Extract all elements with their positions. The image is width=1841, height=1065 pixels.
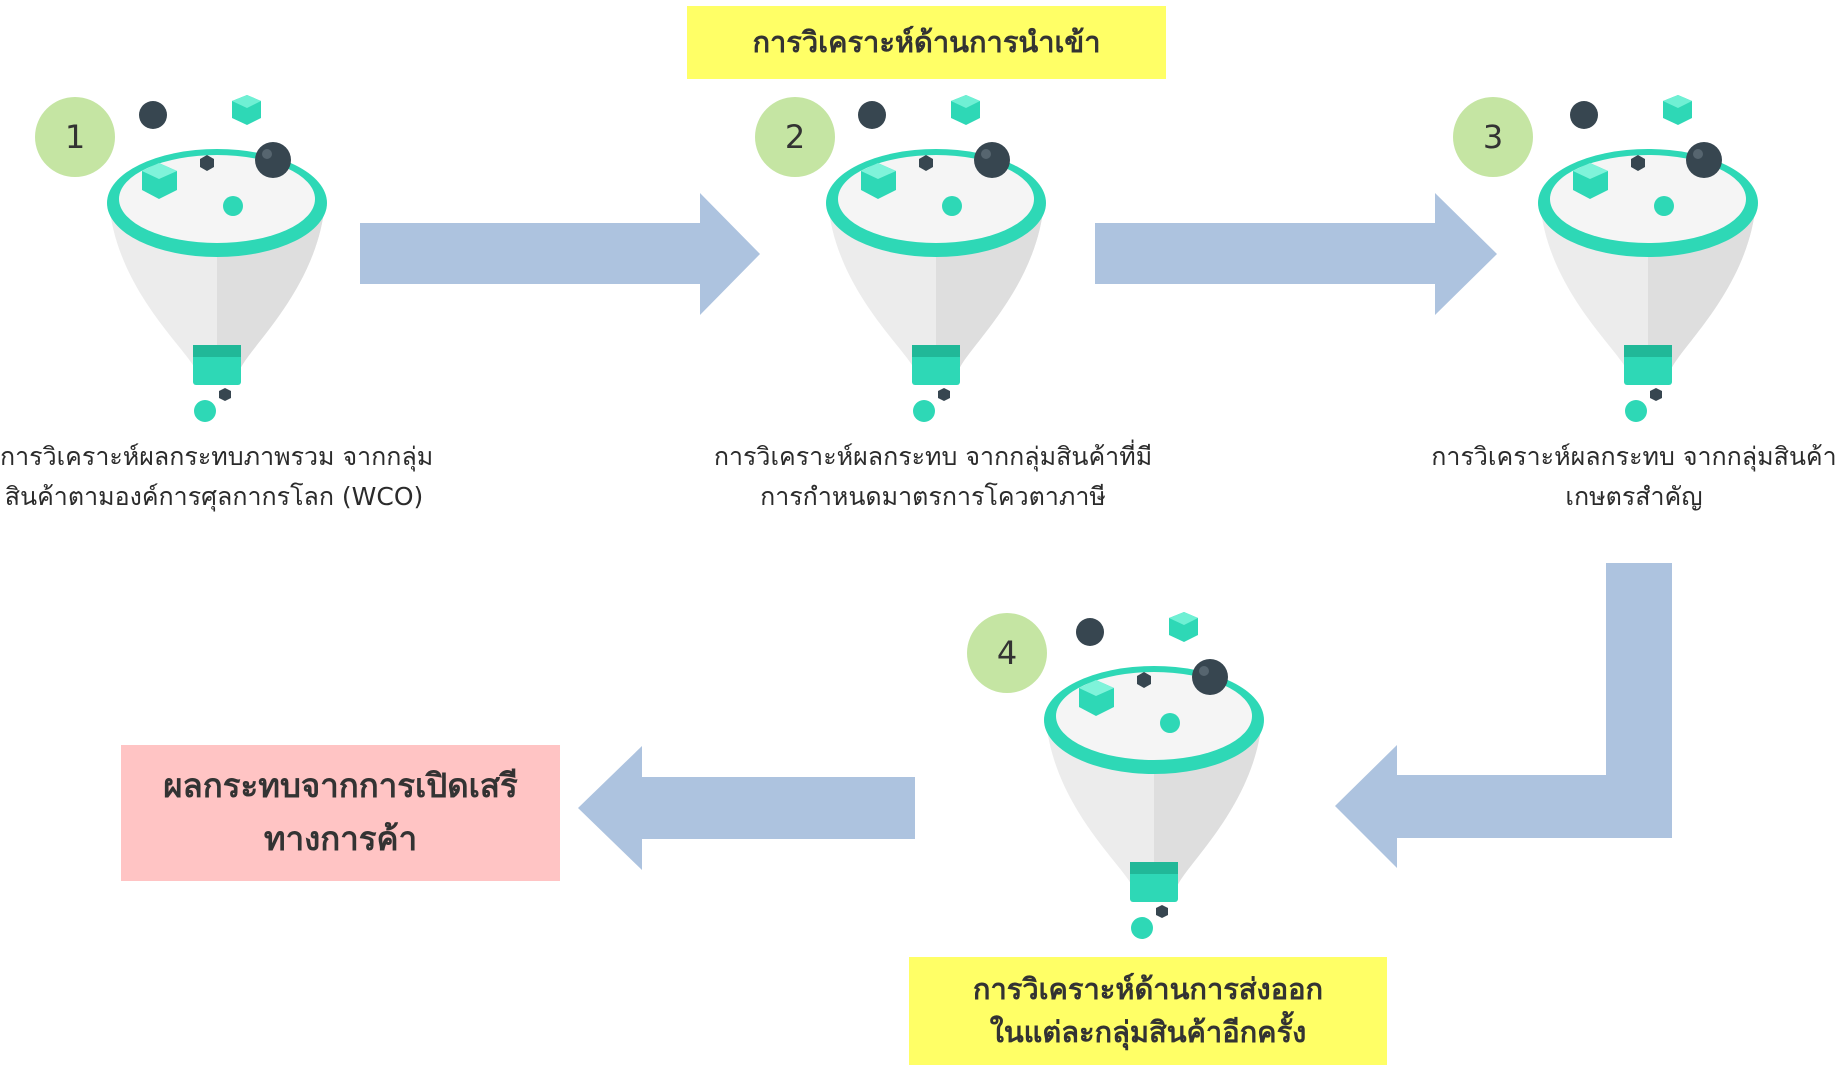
- arrow-left-4: [578, 746, 915, 870]
- import-analysis-title-text: การวิเคราะห์ด้านการนำเข้า: [752, 24, 1101, 59]
- export-analysis-box: การวิเคราะห์ด้านการส่งออก ในแต่ละกลุ่มสิ…: [909, 957, 1387, 1065]
- step-description-line: เกษตรสำคัญ: [1565, 482, 1703, 511]
- funnel-icon: [97, 93, 337, 423]
- funnel-icon: [816, 93, 1056, 423]
- result-line: ผลกระทบจากการเปิดเสรี: [163, 766, 518, 806]
- step-number: 2: [784, 118, 806, 156]
- import-analysis-title: การวิเคราะห์ด้านการนำเข้า: [687, 6, 1166, 79]
- arrow-right-1: [360, 193, 760, 315]
- step-description-line: สินค้าตามองค์การศุลกากรโลก (WCO): [4, 482, 424, 511]
- step-description-line: การวิเคราะห์ผลกระทบภาพรวม จากกลุ่ม: [0, 442, 434, 471]
- funnel-icon: [1034, 610, 1274, 940]
- step-number: 1: [64, 118, 86, 156]
- step-description-line: การกำหนดมาตรการโควตาภาษี: [760, 482, 1106, 511]
- step-number-badge: 3: [1453, 97, 1533, 177]
- step-number-badge: 4: [967, 613, 1047, 693]
- step-number: 3: [1482, 118, 1504, 156]
- result-line: ทางการค้า: [263, 819, 418, 858]
- step-description-line: การวิเคราะห์ผลกระทบ จากกลุ่มสินค้า: [1431, 442, 1837, 471]
- step-number: 4: [996, 634, 1018, 672]
- export-analysis-line: การวิเคราะห์ด้านการส่งออก: [972, 971, 1324, 1006]
- step-description-line: การวิเคราะห์ผลกระทบ จากกลุ่มสินค้าที่มี: [713, 442, 1153, 471]
- step-description: การวิเคราะห์ผลกระทบ จากกลุ่มสินค้าที่มี …: [700, 437, 1166, 517]
- arrow-right-2: [1095, 193, 1497, 315]
- step-number-badge: 2: [755, 97, 835, 177]
- export-analysis-line: ในแต่ละกลุ่มสินค้าอีกครั้ง: [989, 1015, 1307, 1049]
- funnel-icon: [1528, 93, 1768, 423]
- trade-liberalization-result-box: ผลกระทบจากการเปิดเสรี ทางการค้า: [121, 745, 560, 881]
- step-description: การวิเคราะห์ผลกระทบ จากกลุ่มสินค้า เกษตร…: [1430, 437, 1838, 517]
- arrow-elbow-3-4: [1335, 563, 1672, 868]
- step-description: การวิเคราะห์ผลกระทบภาพรวม จากกลุ่ม สินค้…: [0, 437, 434, 517]
- step-number-badge: 1: [35, 97, 115, 177]
